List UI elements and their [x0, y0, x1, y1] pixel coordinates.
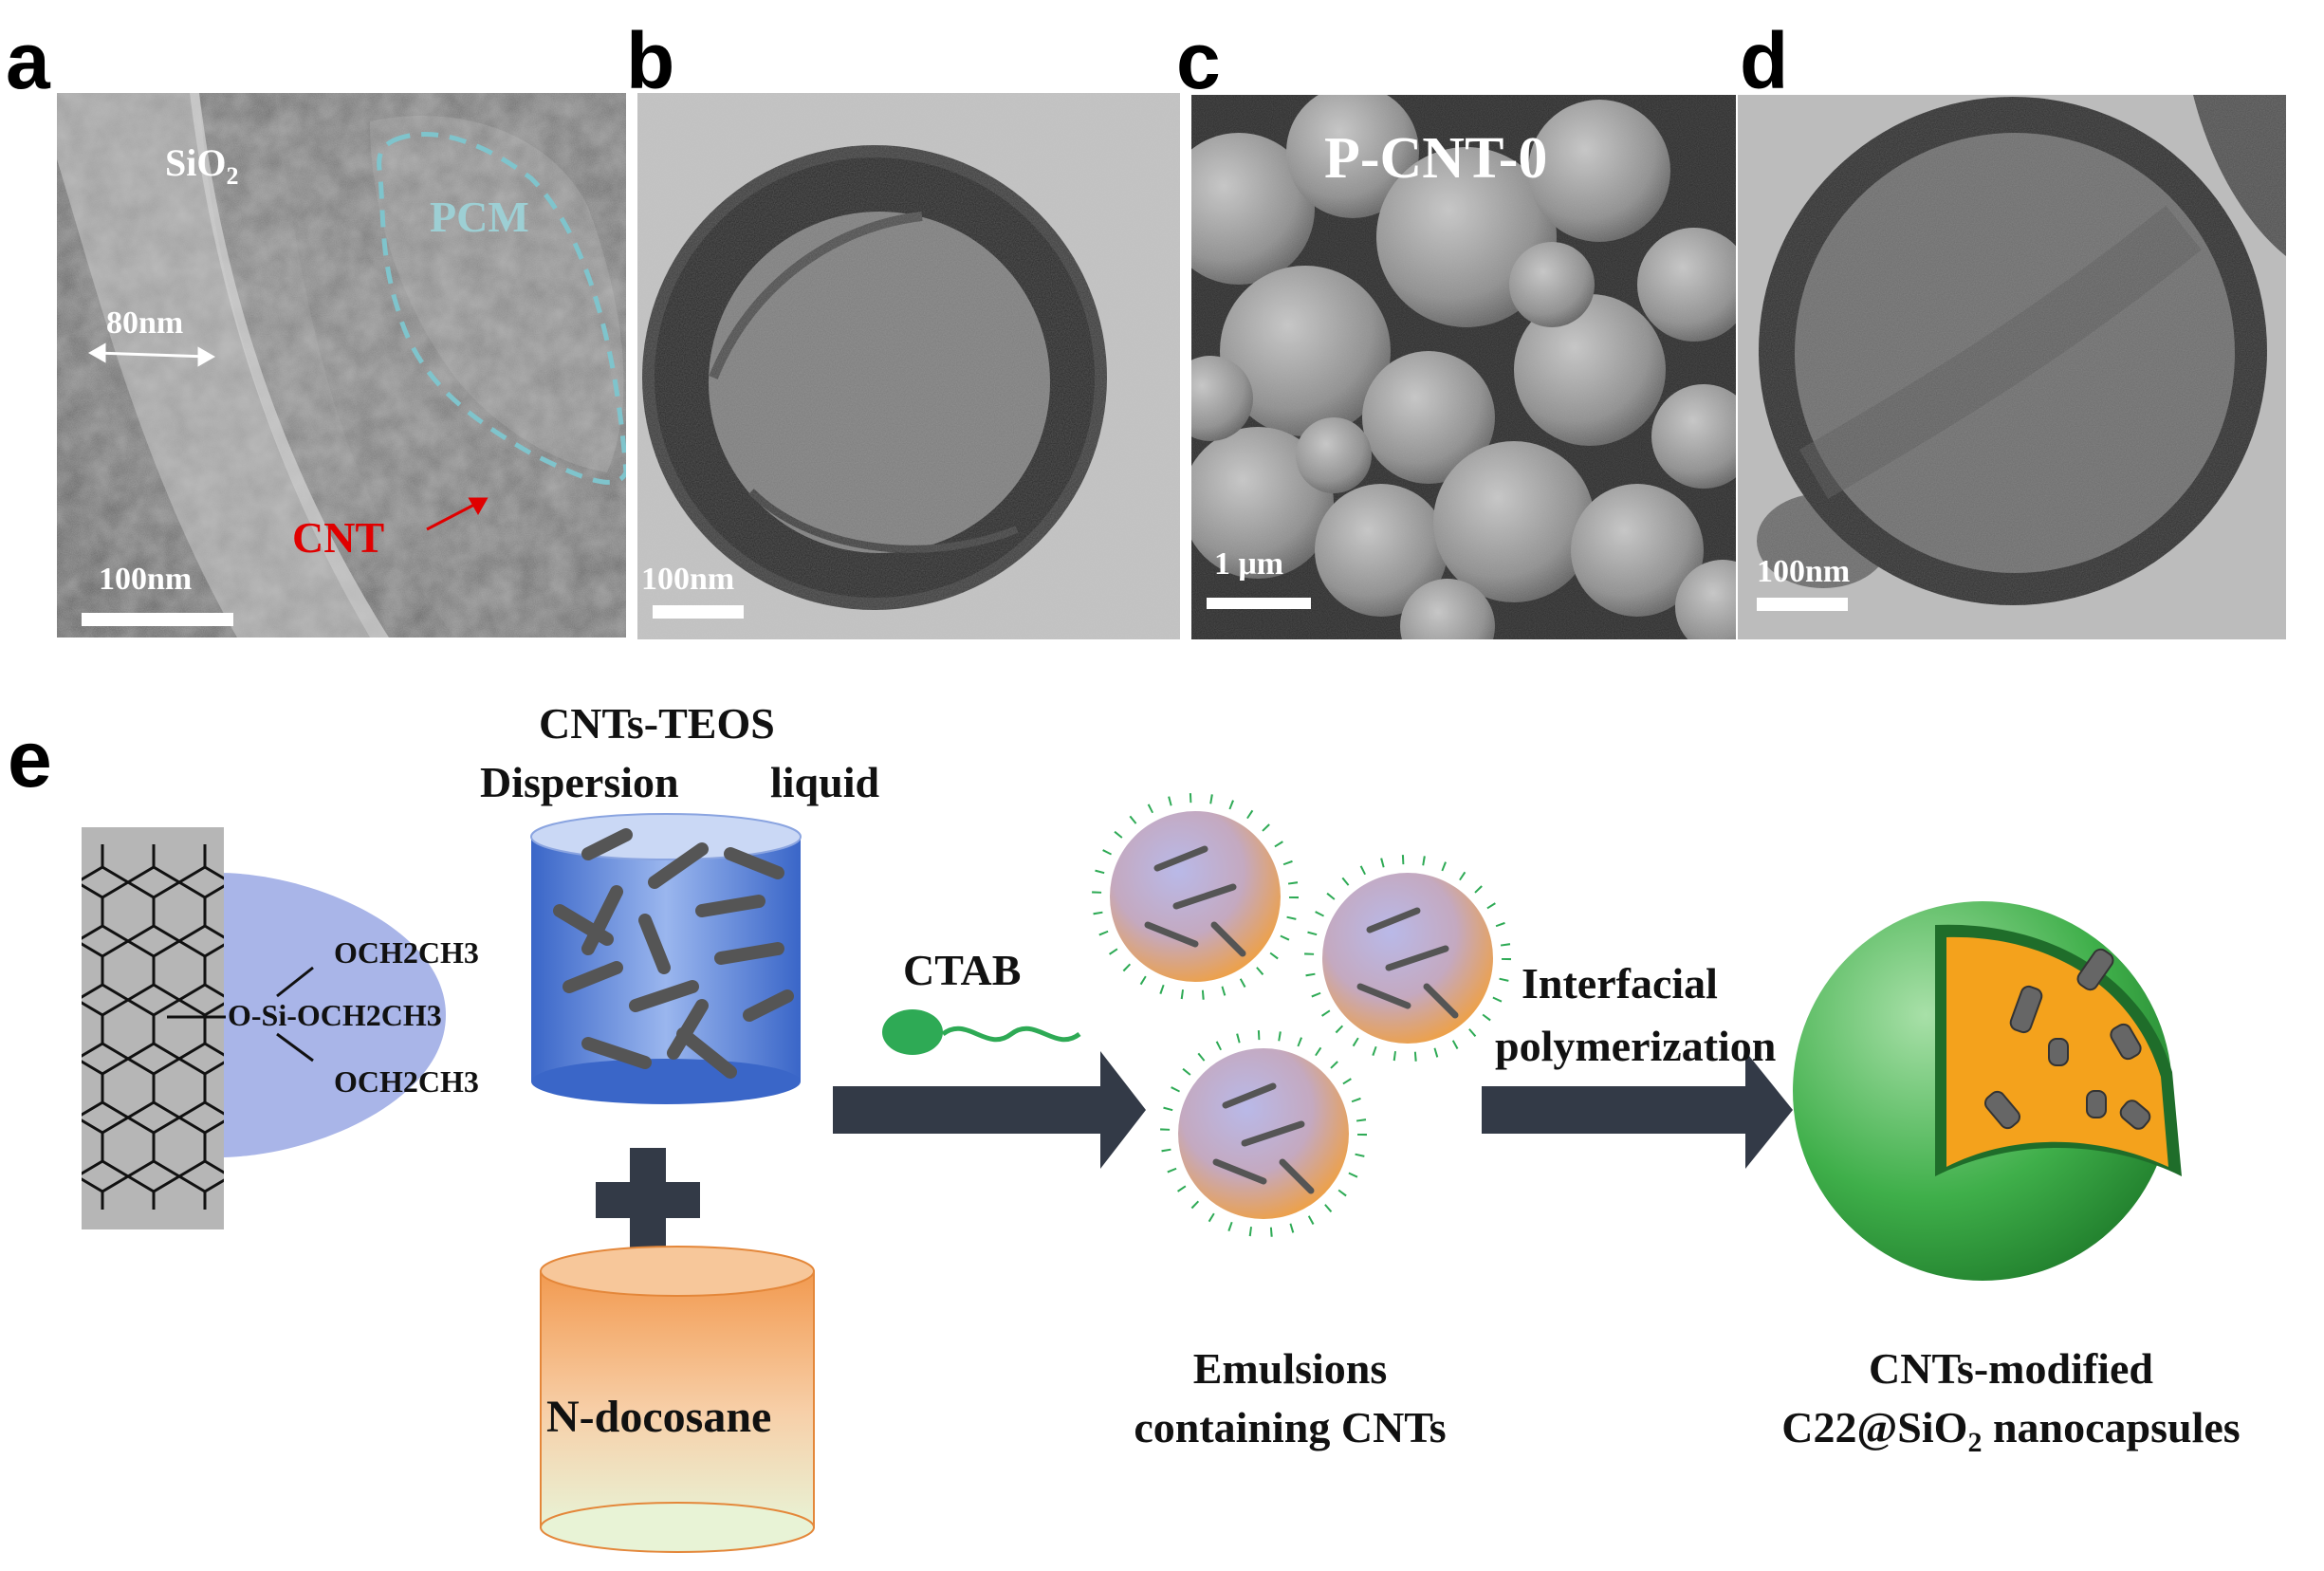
pcm-outline	[377, 132, 626, 485]
emulsions-line-1: Emulsions	[1192, 1344, 1388, 1393]
tem-micrograph-d	[1738, 95, 2286, 639]
dispersion-label: Dispersion	[480, 758, 679, 806]
label-sio2: SiO2	[165, 141, 239, 190]
arrow-1	[833, 1051, 1146, 1169]
panel-letter-e: e	[8, 714, 52, 804]
label-pcm: PCM	[430, 193, 529, 241]
scale-label-d: 100nm	[1757, 554, 1851, 589]
scale-bar-c	[1207, 598, 1311, 609]
product-line-1: CNTs-modified	[1869, 1344, 2153, 1393]
panel-c-sem-image: P-CNT-0 1 μm	[1191, 95, 1736, 639]
scale-label-c: 1 μm	[1214, 546, 1284, 582]
sem-micrograph-a	[57, 93, 626, 638]
cnt-teos-illustration	[82, 827, 446, 1229]
docosane-label: N-docosane	[546, 1392, 772, 1442]
panel-letter-b: b	[626, 16, 675, 105]
schematic-e	[82, 793, 2182, 1553]
nanocapsule-illustration	[1793, 901, 2182, 1281]
och2ch3-top: OCH2CH3	[334, 935, 479, 970]
scale-label-b: 100nm	[641, 562, 735, 597]
sem-micrograph-c	[1191, 95, 1736, 639]
emulsions-caption: Emulsions containing CNTs	[1100, 1340, 1480, 1457]
cnt-teos-cylinder	[530, 813, 802, 1104]
panel-c-title: P-CNT-0	[1324, 126, 1548, 191]
panel-letter-c: c	[1176, 16, 1221, 105]
cnt-arrow	[426, 497, 489, 531]
o-si-label: O-Si-OCH2CH3	[228, 998, 442, 1032]
polymerization-label: polymerization	[1495, 1022, 1777, 1070]
docosane-cylinder	[540, 1246, 815, 1553]
scale-label-a: 100nm	[99, 562, 193, 597]
thickness-arrow	[87, 342, 216, 367]
liquid-label: liquid	[770, 758, 880, 806]
product-line-2: C22@SiO2 nanocapsules	[1781, 1403, 2241, 1459]
label-thickness: 80nm	[106, 305, 184, 341]
plus-icon	[596, 1148, 700, 1252]
panel-b-tem-image: 100nm	[637, 93, 1180, 639]
panel-d-tem-image: 100nm	[1738, 95, 2286, 639]
och2ch3-bottom: OCH2CH3	[334, 1064, 479, 1099]
scale-bar-d	[1757, 598, 1848, 611]
cnt-teos-title: CNTs-TEOS	[539, 699, 775, 748]
panel-letter-d: d	[1740, 16, 1789, 105]
tem-micrograph-b	[637, 93, 1180, 639]
panel-letter-a: a	[6, 16, 50, 105]
label-cnt: CNT	[292, 513, 385, 562]
ctab-surfactant-icon	[882, 1009, 1081, 1055]
scale-bar-a	[82, 613, 233, 626]
panel-a-sem-image: SiO2 PCM 80nm CNT 100nm	[57, 93, 626, 638]
arrow-2	[1482, 1051, 1793, 1169]
interfacial-label: Interfacial	[1522, 959, 1718, 1007]
scale-bar-b	[653, 605, 744, 619]
ctab-label: CTAB	[903, 946, 1022, 994]
product-caption: CNTs-modified C22@SiO2 nanocapsules	[1745, 1340, 2277, 1463]
emulsion-droplets	[1092, 793, 1511, 1237]
emulsions-line-2: containing CNTs	[1134, 1403, 1447, 1452]
